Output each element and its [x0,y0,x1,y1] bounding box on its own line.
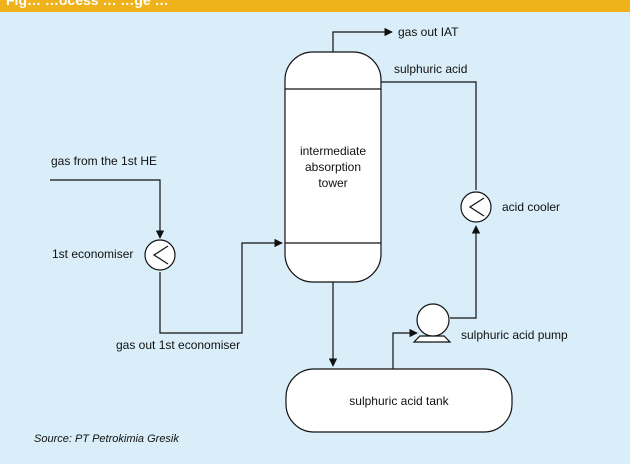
cooler-label: acid cooler [502,200,560,214]
tank-to-pump-line [392,328,418,370]
gas-in-label: gas from the 1st HE [51,154,157,168]
source-note: Source: PT Petrokimia Gresik [34,433,179,445]
gas-out-iat-label: gas out IAT [398,25,459,39]
pump-base [412,335,452,343]
pump-label: sulphuric acid pump [461,328,568,342]
tower-label-line-3: tower [318,176,347,190]
figure-title: Fig… …ocess … …ge … [6,0,169,8]
tower-label-line-1: intermediate [300,144,366,158]
figure-header-band: Fig… …ocess … …ge … [0,0,630,12]
tank-label: sulphuric acid tank [349,394,449,408]
acid-tank [285,368,513,433]
economiser-label: 1st economiser [52,247,133,261]
cooler-exchanger-symbol [468,197,485,217]
acid-out-label: sulphuric acid [394,62,467,76]
economiser-exchanger-icon [144,239,176,271]
absorption-tower [284,51,382,283]
economiser-exchanger-symbol [152,245,169,265]
gas-to-tower-line [159,238,283,334]
cooler-exchanger-icon [460,191,492,223]
acid-to-cooler-line [381,81,477,190]
gas-out-economiser-label: gas out 1st economiser [116,338,240,352]
gas-out-iat-line [332,27,393,52]
pump-icon [416,303,450,337]
pump-to-cooler-line [450,225,481,319]
gas-in-line [50,179,165,239]
tower-label-line-2: absorption [305,160,361,174]
